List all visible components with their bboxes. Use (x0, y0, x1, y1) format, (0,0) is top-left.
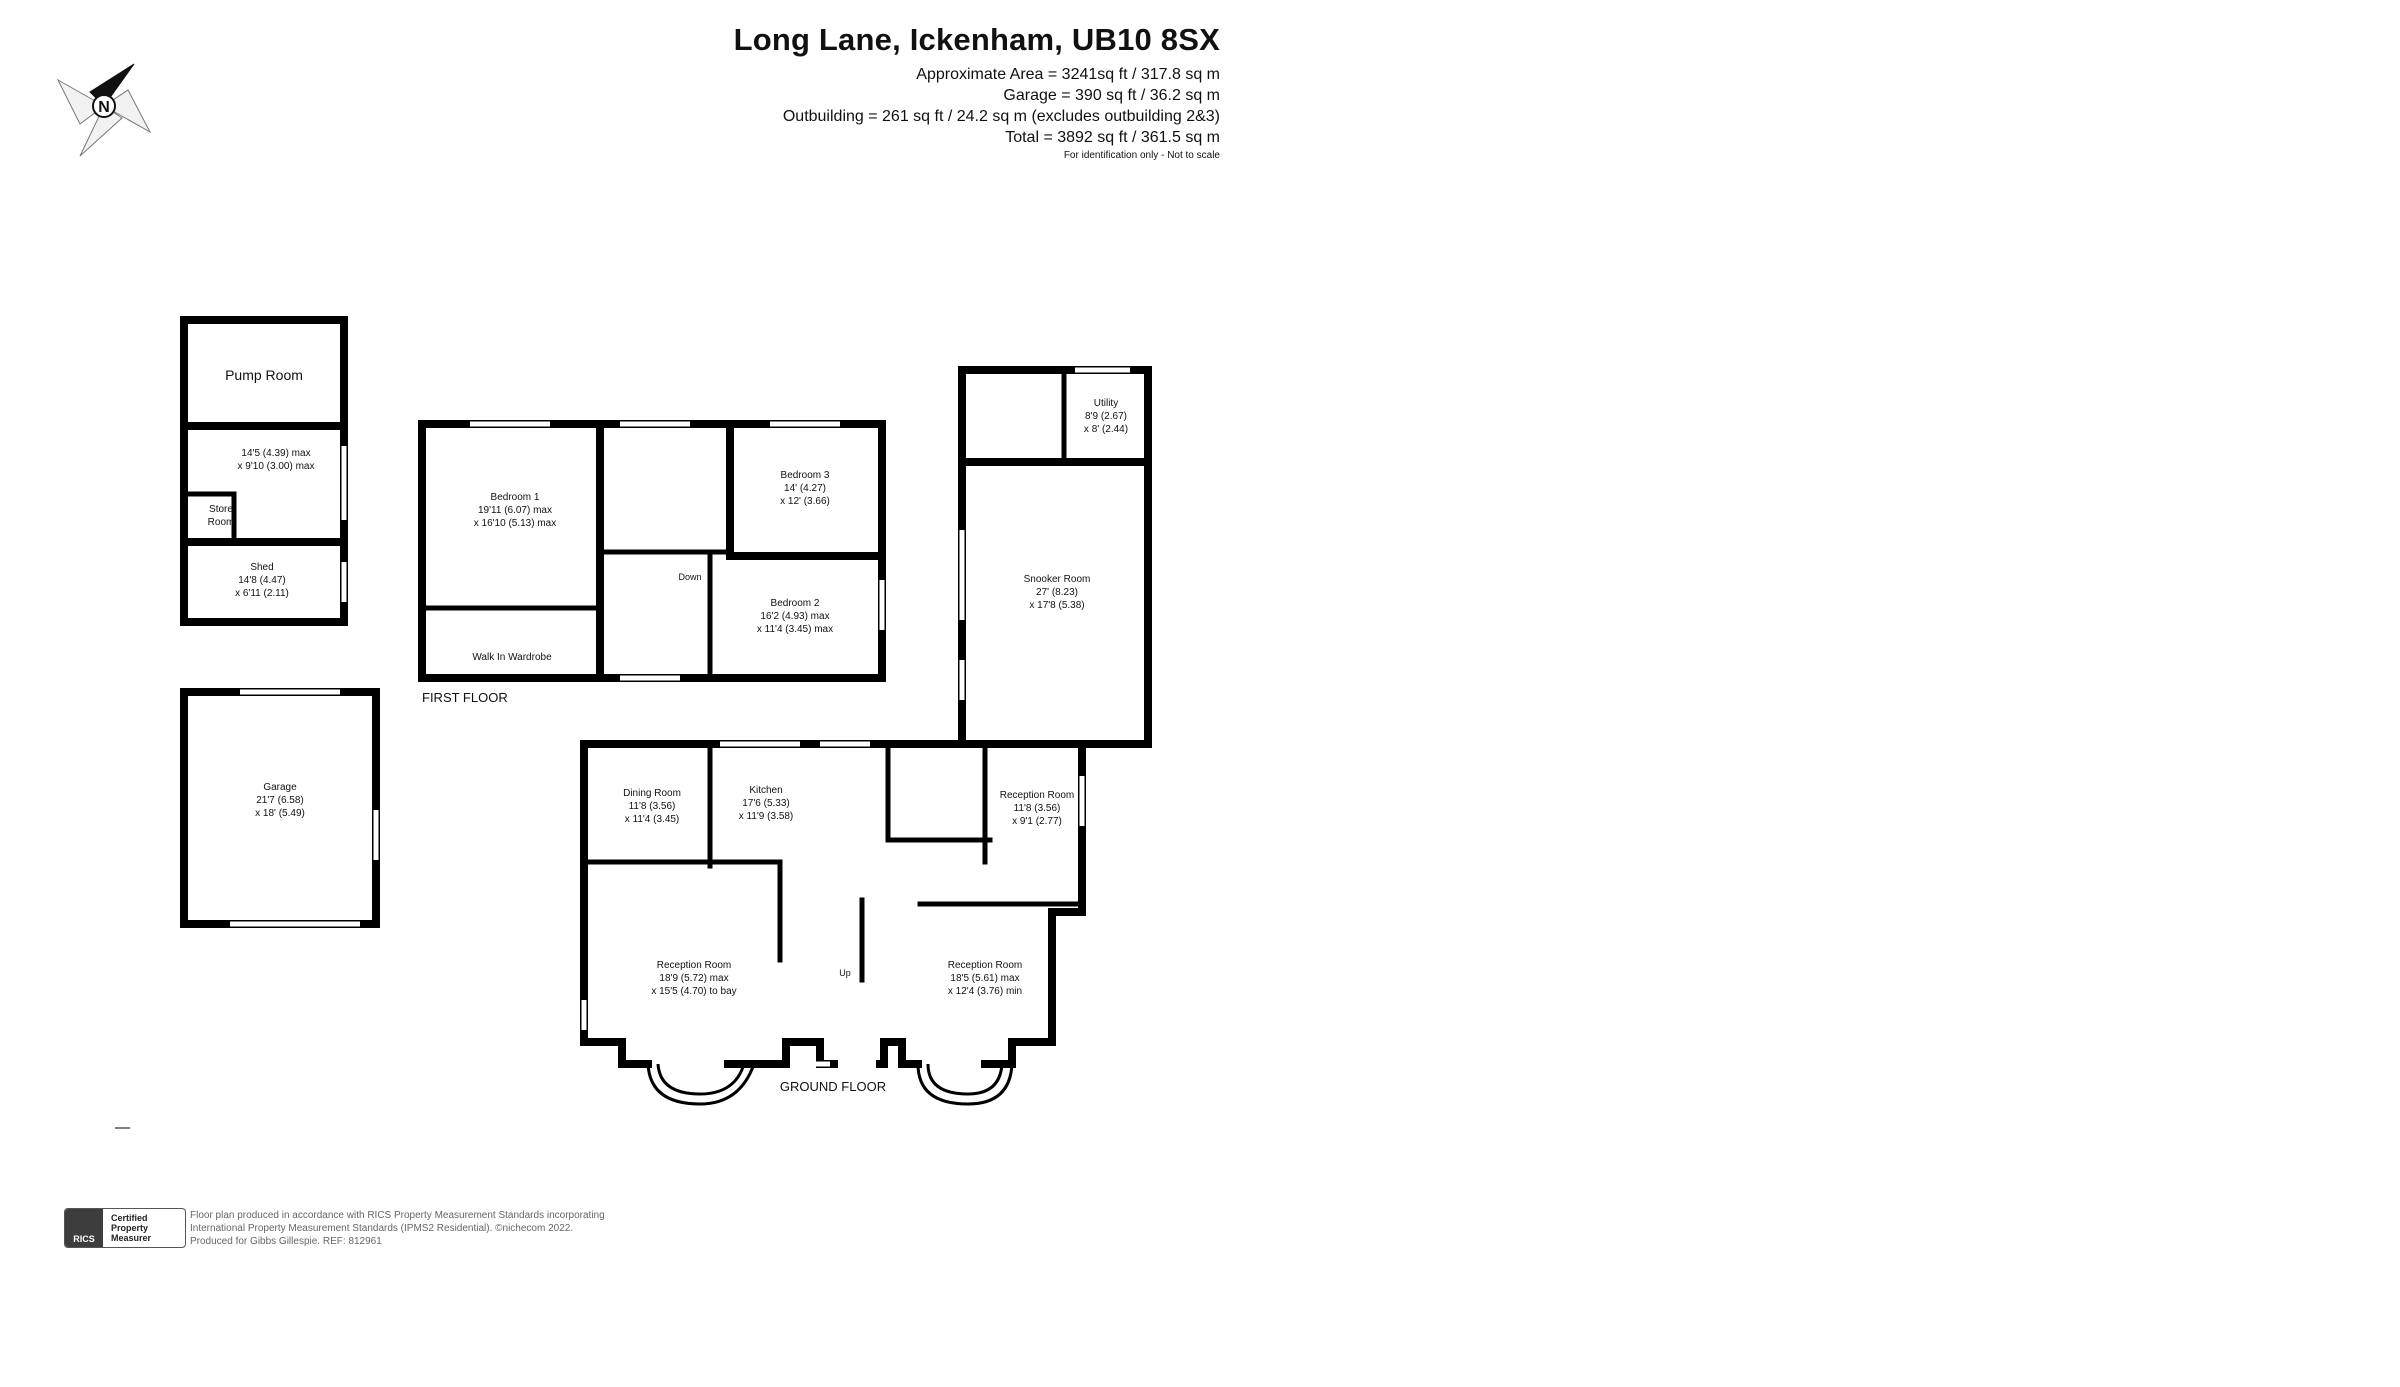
room-label-reception-left: x 15'5 (4.70) to bay (651, 986, 736, 997)
room-label-bedroom2: 16'2 (4.93) max (760, 611, 829, 622)
room-label-reception-left: Reception Room (657, 960, 731, 971)
room-label-snooker-room: 27' (8.23) (1036, 587, 1078, 598)
footer-line: International Property Measurement Stand… (190, 1223, 574, 1234)
room-label-utility: x 8' (2.44) (1084, 424, 1128, 435)
room-label-snooker-room: x 17'8 (5.38) (1029, 600, 1084, 611)
room-label-store-room: Store (209, 504, 233, 515)
bay-windows (646, 1063, 1014, 1106)
property-address: Long Lane, Ickenham, UB10 8SX (733, 22, 1220, 57)
rics-logo: RICS (65, 1209, 103, 1247)
ground-floor-label: GROUND FLOOR (780, 1079, 886, 1094)
room-label-kitchen: x 11'9 (3.58) (739, 811, 794, 822)
room-label-outbuilding-room: 14'5 (4.39) max (241, 448, 310, 459)
room-label-bedroom1: x 16'10 (5.13) max (474, 518, 557, 529)
scale-disclaimer: For identification only - Not to scale (1063, 150, 1220, 161)
room-label-store-room: Room (208, 517, 235, 528)
room-label-reception-right: x 12'4 (3.76) min (948, 986, 1022, 997)
first-floor-label: FIRST FLOOR (422, 690, 508, 705)
room-label-utility: Utility (1094, 398, 1118, 409)
room-label-garage: Garage (263, 782, 297, 793)
area-line-total: Total = 3892 sq ft / 361.5 sq m (1005, 129, 1220, 146)
footer-notice: Floor plan produced in accordance with R… (190, 1209, 650, 1248)
room-label-utility: 8'9 (2.67) (1085, 411, 1127, 422)
room-label-shed: Shed (250, 562, 273, 573)
room-label-garage: x 18' (5.49) (255, 808, 305, 819)
footer-line: Produced for Gibbs Gillespie. REF: 81296… (190, 1236, 382, 1247)
room-label-reception-small: Reception Room (1000, 790, 1074, 801)
room-label-dining-room: x 11'4 (3.45) (625, 814, 680, 825)
window-openings (230, 367, 1130, 1067)
room-label-garage: 21'7 (6.58) (256, 795, 304, 806)
compass-rose (56, 63, 152, 157)
room-label-walk-in-wardrobe: Walk In Wardrobe (472, 652, 552, 663)
property-header: Long Lane, Ickenham, UB10 8SX Approximat… (734, 22, 1220, 164)
room-label-stairs-down: Down (678, 572, 701, 582)
room-label-shed: x 6'11 (2.11) (235, 588, 289, 599)
room-label-reception-left: 18'9 (5.72) max (659, 973, 728, 984)
room-label-reception-small: 11'8 (3.56) (1014, 803, 1061, 814)
compass-north-label: N (98, 99, 110, 116)
room-label-reception-right: Reception Room (948, 960, 1022, 971)
room-label-pump-room: Pump Room (225, 367, 303, 383)
badge-line: Property (111, 1223, 149, 1233)
footer-line: Floor plan produced in accordance with R… (190, 1210, 605, 1221)
area-line-approximate: Approximate Area = 3241sq ft / 317.8 sq … (916, 66, 1220, 83)
badge-line: Certified (111, 1213, 148, 1223)
room-label-dining-room: Dining Room (623, 788, 681, 799)
room-label-bedroom3: Bedroom 3 (781, 470, 830, 481)
room-label-stairs-up: Up (839, 968, 851, 978)
room-label-snooker-room: Snooker Room (1024, 574, 1091, 585)
room-label-bedroom3: x 12' (3.66) (780, 496, 830, 507)
area-line-garage: Garage = 390 sq ft / 36.2 sq m (1003, 87, 1220, 104)
room-label-kitchen: 17'6 (5.33) (742, 798, 790, 809)
room-label-bedroom3: 14' (4.27) (784, 483, 826, 494)
room-label-bedroom1: 19'11 (6.07) max (478, 505, 552, 516)
room-label-bedroom2: Bedroom 2 (771, 598, 820, 609)
room-labels: Pump Room 14'5 (4.39) max x 9'10 (3.00) ma… (208, 367, 1128, 997)
room-label-bedroom1: Bedroom 1 (491, 492, 540, 503)
room-label-kitchen: Kitchen (749, 785, 782, 796)
room-label-bedroom2: x 11'4 (3.45) max (757, 624, 833, 635)
area-line-outbuilding: Outbuilding = 261 sq ft / 24.2 sq m (exc… (782, 108, 1220, 125)
ground-floor-outline (580, 740, 1086, 1068)
room-label-reception-small: x 9'1 (2.77) (1012, 816, 1062, 827)
badge-line: Measurer (111, 1233, 152, 1243)
room-label-dining-room: 11'8 (3.56) (629, 801, 676, 812)
rics-certified-badge: RICS Certified Property Measurer (64, 1208, 186, 1248)
room-label-reception-right: 18'5 (5.61) max (950, 973, 1019, 984)
room-label-shed: 14'8 (4.47) (238, 575, 286, 586)
room-label-outbuilding-room: x 9'10 (3.00) max (238, 461, 315, 472)
